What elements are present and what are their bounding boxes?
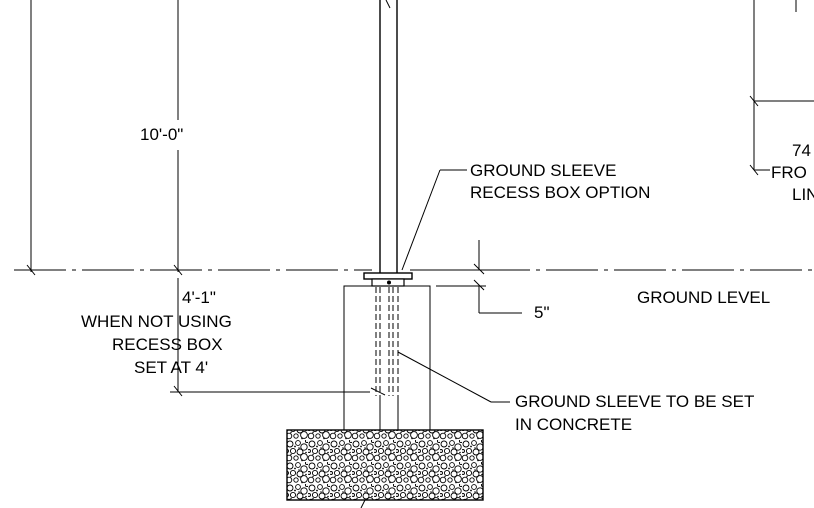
sleeve-recess-label-line2: RECESS BOX OPTION (470, 183, 650, 202)
ground-sleeve (375, 287, 399, 430)
note-line1: WHEN NOT USING (81, 312, 232, 331)
leader-sleeve-recess (401, 169, 467, 271)
cut-label-line3: LIN (792, 185, 814, 204)
gravel-footing (286, 429, 484, 508)
recess-depth-label: 5" (534, 303, 550, 322)
cut-label-line1: 74 (792, 141, 811, 160)
foundation (343, 285, 431, 431)
set-in-concrete-label-line1: GROUND SLEEVE TO BE SET (515, 392, 754, 411)
set-in-concrete-label-line2: IN CONCRETE (515, 415, 632, 434)
note-line2: RECESS BOX (112, 335, 223, 354)
recess-box (363, 272, 413, 287)
cut-label-line2: FRO (771, 163, 807, 182)
depth-label: 4'-1" (182, 288, 216, 307)
note-line3: SET AT 4' (134, 358, 208, 377)
height-label: 10'-0" (140, 125, 183, 144)
recess-depth-dimension (410, 240, 522, 314)
depth-extension (170, 278, 386, 397)
ground-level-label: GROUND LEVEL (637, 288, 770, 307)
sleeve-recess-label-line1: GROUND SLEEVE (470, 161, 616, 180)
leader-set-in-concrete (397, 351, 510, 403)
right-detail (749, 0, 814, 176)
pole (379, 0, 398, 276)
